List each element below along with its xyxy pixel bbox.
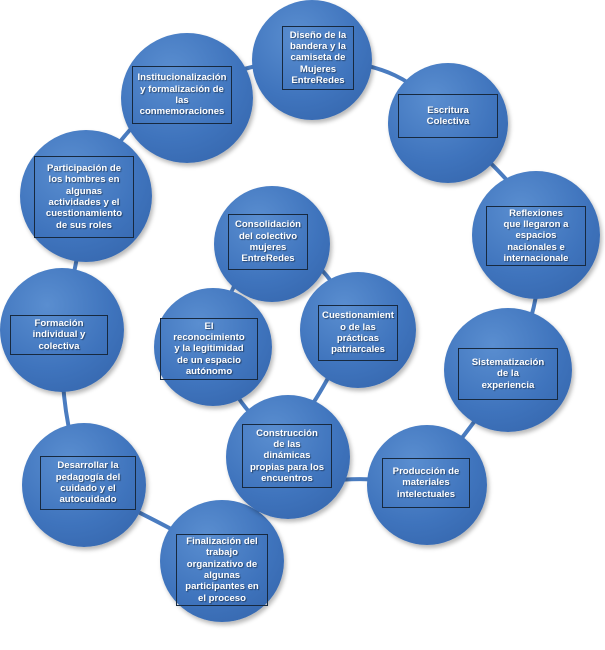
node-consolidacion-colectivo [214, 186, 330, 302]
box-construccion-dinamicas: Construcción de las dinámicas propias pa… [242, 424, 332, 488]
label-institucionalizacion: Institucionalización y formalización de … [137, 72, 227, 118]
box-consolidacion-colectivo: Consolidación del colectivo mujeres Entr… [228, 214, 308, 270]
label-produccion-materiales: Producción de materiales intelectuales [392, 466, 460, 500]
node-reconocimiento-legitimidad [154, 288, 272, 406]
label-construccion-dinamicas: Construcción de las dinámicas propias pa… [249, 427, 325, 484]
label-reflexiones: Reflexiones que llegaron a espacios naci… [503, 207, 569, 264]
label-consolidacion-colectivo: Consolidación del colectivo mujeres Entr… [234, 219, 302, 265]
node-diseno-bandera [252, 0, 372, 120]
node-construccion-dinamicas [226, 395, 350, 519]
label-cuestionamiento-practicas: Cuestionamient o de las prácticas patria… [322, 310, 394, 356]
box-participacion-hombres: Participación de los hombres en algunas … [34, 156, 134, 238]
label-escritura-colectiva: Escritura Colectiva [426, 104, 470, 127]
label-sistematizacion: Sistematización de la experiencia [471, 357, 545, 391]
node-sistematizacion [444, 308, 572, 432]
label-pedagogia-cuidado: Desarrollar la pedagogía del cuidado y e… [55, 460, 121, 506]
node-cuestionamiento-practicas [300, 272, 416, 388]
node-produccion-materiales [367, 425, 487, 545]
box-reconocimiento-legitimidad: El reconocimiento y la legitimidad de un… [160, 318, 258, 380]
box-produccion-materiales: Producción de materiales intelectuales [382, 458, 470, 508]
node-pedagogia-cuidado [22, 423, 146, 547]
box-reflexiones: Reflexiones que llegaron a espacios naci… [486, 206, 586, 266]
label-participacion-hombres: Participación de los hombres en algunas … [45, 163, 123, 231]
box-pedagogia-cuidado: Desarrollar la pedagogía del cuidado y e… [40, 456, 136, 510]
box-diseno-bandera: Diseño de la bandera y la camiseta de Mu… [282, 26, 354, 90]
box-cuestionamiento-practicas: Cuestionamient o de las prácticas patria… [318, 305, 398, 361]
box-finalizacion-trabajo: Finalización del trabajo organizativo de… [176, 534, 268, 606]
node-formacion [0, 268, 124, 392]
node-participacion-hombres [20, 130, 152, 262]
label-reconocimiento-legitimidad: El reconocimiento y la legitimidad de un… [173, 320, 245, 377]
node-finalizacion-trabajo [160, 500, 284, 622]
node-escritura-colectiva [388, 63, 508, 183]
label-formacion: Formación individual y colectiva [32, 318, 86, 352]
box-institucionalizacion: Institucionalización y formalización de … [132, 66, 232, 124]
node-reflexiones [472, 171, 600, 299]
label-finalizacion-trabajo: Finalización del trabajo organizativo de… [185, 536, 259, 604]
box-sistematizacion: Sistematización de la experiencia [458, 348, 558, 400]
box-escritura-colectiva: Escritura Colectiva [398, 94, 498, 138]
box-formacion: Formación individual y colectiva [10, 315, 108, 355]
label-diseno-bandera: Diseño de la bandera y la camiseta de Mu… [289, 29, 347, 86]
